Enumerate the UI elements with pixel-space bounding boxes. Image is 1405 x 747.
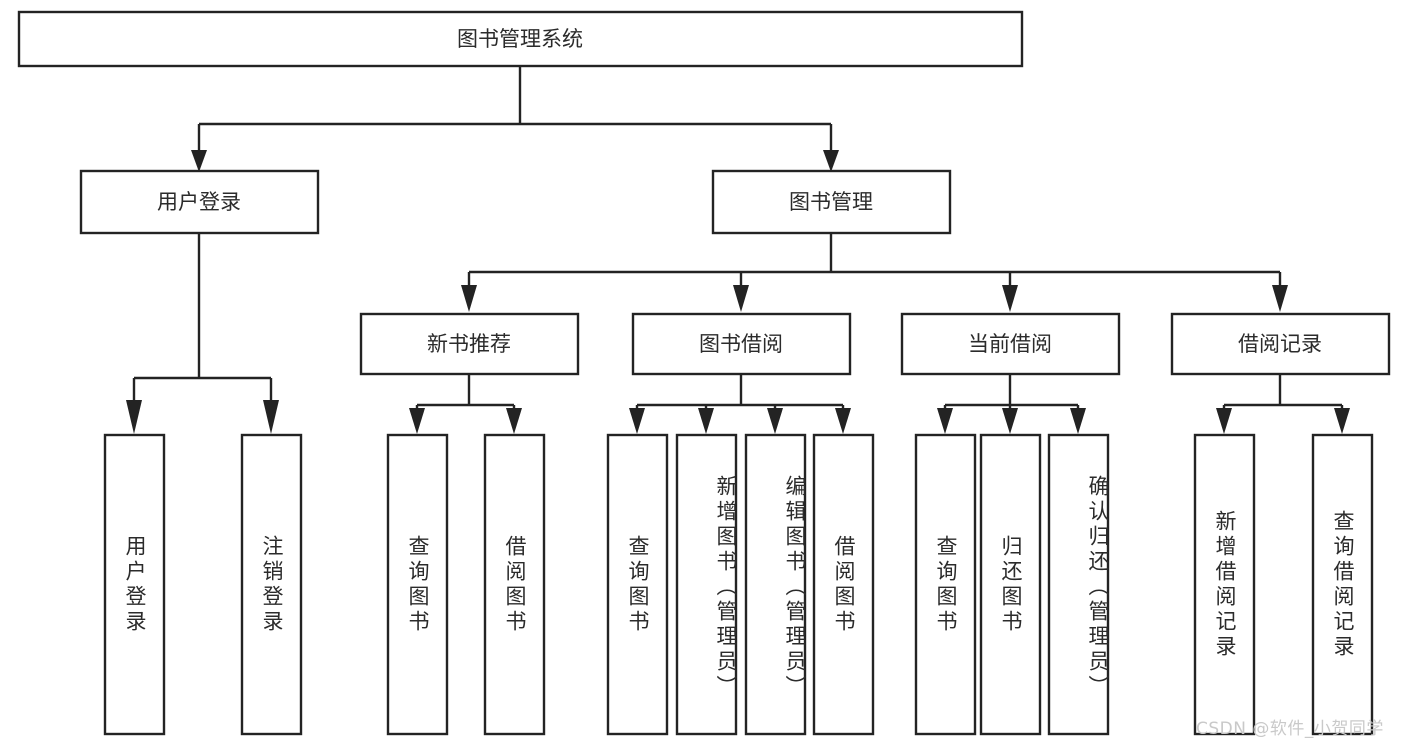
node-new-book-recommend-label: 新书推荐 bbox=[427, 332, 511, 356]
node-borrow-record-label: 借阅记录 bbox=[1238, 332, 1322, 356]
node-user-login-box bbox=[79, 169, 320, 235]
leaf-box-query-record[interactable] bbox=[1311, 433, 1374, 736]
arrow-head-leaf-return-book bbox=[1002, 408, 1018, 434]
leaf-box-edit-book[interactable] bbox=[744, 433, 807, 736]
connector-root-to-level2 bbox=[197, 66, 833, 156]
arrow-head-book-manage bbox=[823, 150, 839, 172]
leaf-box-query-book-1[interactable] bbox=[386, 433, 449, 736]
node-book-manage[interactable]: 图书管理 bbox=[711, 169, 952, 235]
leaf-box-return-book[interactable] bbox=[979, 433, 1042, 736]
leaf-box-borrow-book-1[interactable] bbox=[483, 433, 546, 736]
arrow-head-leaf-query-book-1 bbox=[409, 408, 425, 434]
connector-bookmanage-to-level3 bbox=[467, 233, 1282, 288]
arrow-head-new-book-recommend bbox=[461, 285, 477, 312]
node-book-borrow-label: 图书借阅 bbox=[699, 332, 783, 356]
connector-newbook-to-leaves bbox=[415, 374, 516, 412]
node-book-manage-box bbox=[711, 169, 952, 235]
arrow-head-current-borrow bbox=[1002, 285, 1018, 312]
node-root[interactable]: 图书管理系统 bbox=[17, 10, 1024, 68]
arrow-head-leaf-borrow-book-1 bbox=[506, 408, 522, 434]
arrow-head-leaf-edit-book bbox=[767, 408, 783, 434]
node-root-box bbox=[17, 10, 1024, 68]
node-current-borrow-label: 当前借阅 bbox=[968, 332, 1052, 356]
node-borrow-record[interactable]: 借阅记录 bbox=[1170, 312, 1391, 376]
connector-layer bbox=[126, 66, 1350, 434]
leaf-box-borrow-book-2[interactable] bbox=[812, 433, 875, 736]
arrow-head-leaf-add-record bbox=[1216, 408, 1232, 434]
node-book-borrow-box bbox=[631, 312, 852, 376]
leaf-box-logout[interactable] bbox=[240, 433, 303, 736]
arrow-head-leaf-borrow-book-2 bbox=[835, 408, 851, 434]
connector-borrowrecord-to-leaves bbox=[1222, 374, 1344, 412]
node-user-login-label: 用户登录 bbox=[157, 190, 241, 214]
leaf-box-confirm-return[interactable] bbox=[1047, 433, 1110, 736]
node-current-borrow-box bbox=[900, 312, 1121, 376]
arrow-head-leaf-logout bbox=[263, 400, 279, 434]
arrow-head-user-login bbox=[191, 150, 207, 172]
arrow-head-leaf-query-record bbox=[1334, 408, 1350, 434]
arrow-head-borrow-record bbox=[1272, 285, 1288, 312]
arrow-head-leaf-user-login bbox=[126, 400, 142, 434]
leaf-box-query-book-3[interactable] bbox=[914, 433, 977, 736]
arrow-head-book-borrow bbox=[733, 285, 749, 312]
connector-bookborrow-to-leaves bbox=[635, 374, 845, 412]
node-book-borrow[interactable]: 图书借阅 bbox=[631, 312, 852, 376]
node-new-book-recommend-box bbox=[359, 312, 580, 376]
connector-currentborrow-to-leaves bbox=[943, 374, 1080, 412]
node-borrow-record-box bbox=[1170, 312, 1391, 376]
arrow-head-leaf-query-book-2 bbox=[629, 408, 645, 434]
connector-userlogin-to-leaves bbox=[132, 233, 273, 404]
csdn-watermark: CSDN @软件_小贺同学 bbox=[1196, 719, 1384, 739]
node-current-borrow[interactable]: 当前借阅 bbox=[900, 312, 1121, 376]
node-book-manage-label: 图书管理 bbox=[789, 190, 873, 214]
leaf-box-query-book-2[interactable] bbox=[606, 433, 669, 736]
leaf-box-add-record[interactable] bbox=[1193, 433, 1256, 736]
leaf-box-user-login[interactable] bbox=[103, 433, 166, 736]
arrow-head-leaf-confirm-return bbox=[1070, 408, 1086, 434]
leaf-box-add-book[interactable] bbox=[675, 433, 738, 736]
node-root-label: 图书管理系统 bbox=[457, 27, 583, 51]
arrow-head-leaf-query-book-3 bbox=[937, 408, 953, 434]
node-user-login[interactable]: 用户登录 bbox=[79, 169, 320, 235]
node-new-book-recommend[interactable]: 新书推荐 bbox=[359, 312, 580, 376]
arrow-head-leaf-add-book bbox=[698, 408, 714, 434]
